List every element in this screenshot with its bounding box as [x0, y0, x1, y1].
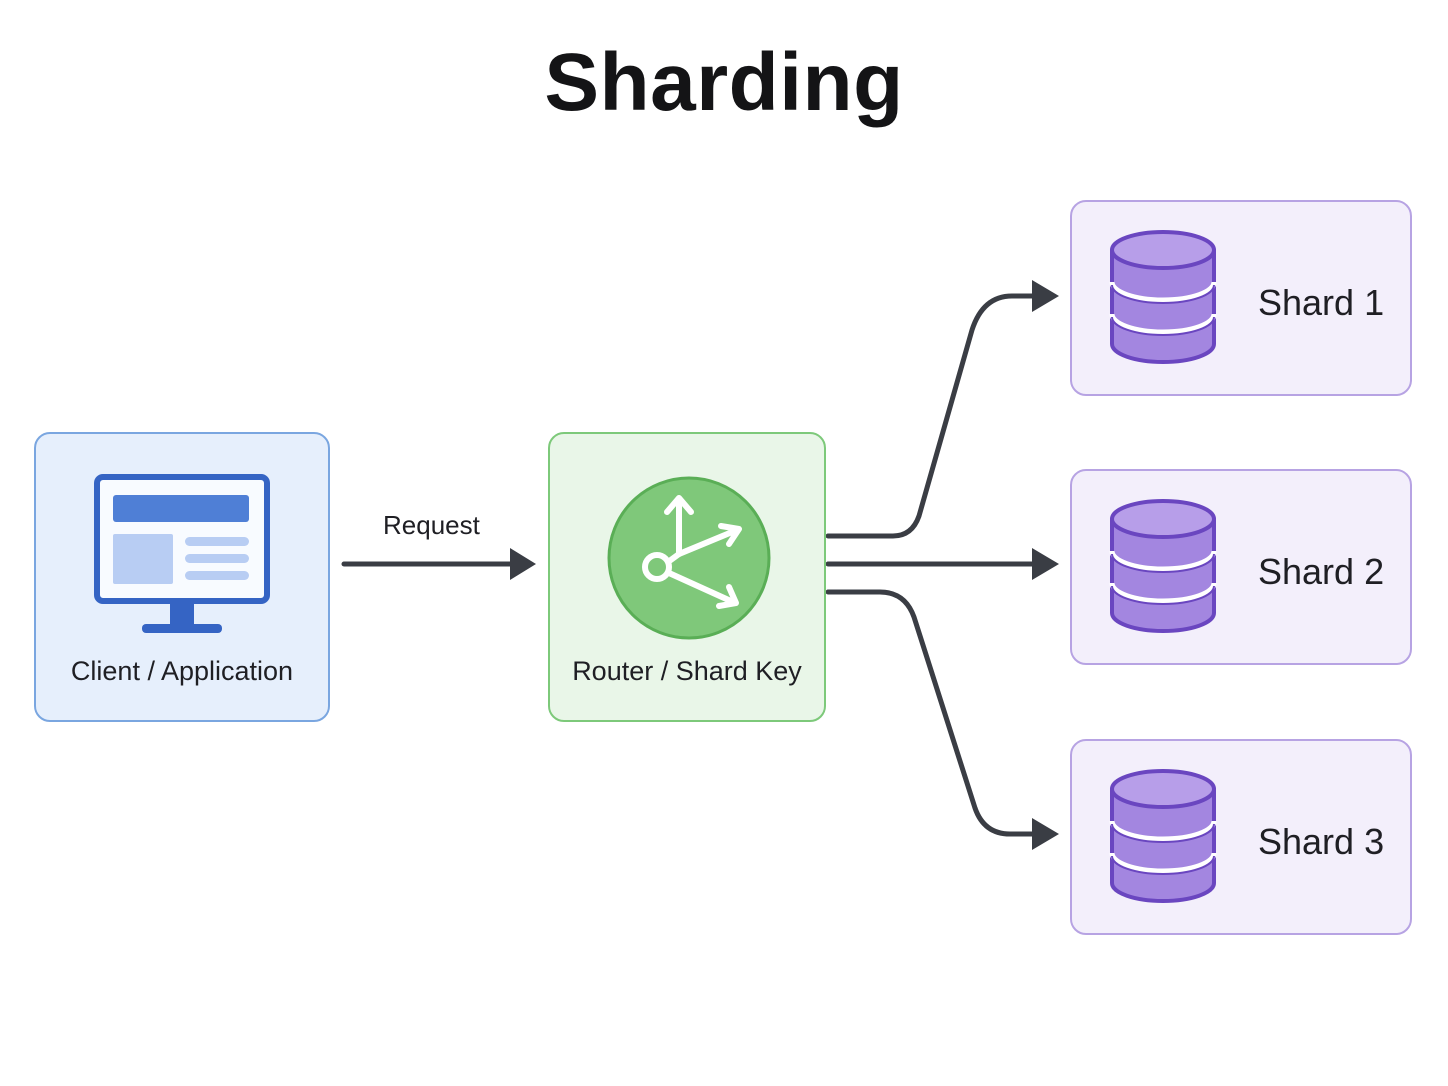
monitor-icon — [94, 474, 270, 633]
arrow-to-shard-3 — [825, 589, 1037, 837]
shard-node-3: Shard 3 — [1070, 739, 1412, 935]
shard-node-1: Shard 1 — [1070, 200, 1412, 396]
arrow-to-shard-1 — [825, 293, 1037, 539]
request-label: Request — [383, 510, 480, 540]
router-branch-icon — [607, 476, 771, 640]
database-icon — [1109, 230, 1217, 364]
client-label: Client / Application — [70, 656, 294, 686]
shard-node-2: Shard 2 — [1070, 469, 1412, 665]
arrowhead-shard-1 — [1032, 280, 1059, 312]
page-title: Sharding — [544, 37, 904, 128]
client-node: Client / Application — [34, 432, 330, 722]
arrowhead-shard-3 — [1032, 818, 1059, 850]
database-icon — [1109, 499, 1217, 633]
shard-label-2: Shard 2 — [1258, 551, 1385, 592]
router-label: Router / Shard Key — [572, 656, 802, 686]
router-node: Router / Shard Key — [548, 432, 826, 722]
database-icon — [1109, 769, 1217, 903]
shard-label-1: Shard 1 — [1258, 282, 1385, 323]
shard-label-3: Shard 3 — [1258, 821, 1385, 862]
arrowhead-shard-2 — [1032, 548, 1059, 580]
request-arrowhead — [510, 548, 536, 580]
